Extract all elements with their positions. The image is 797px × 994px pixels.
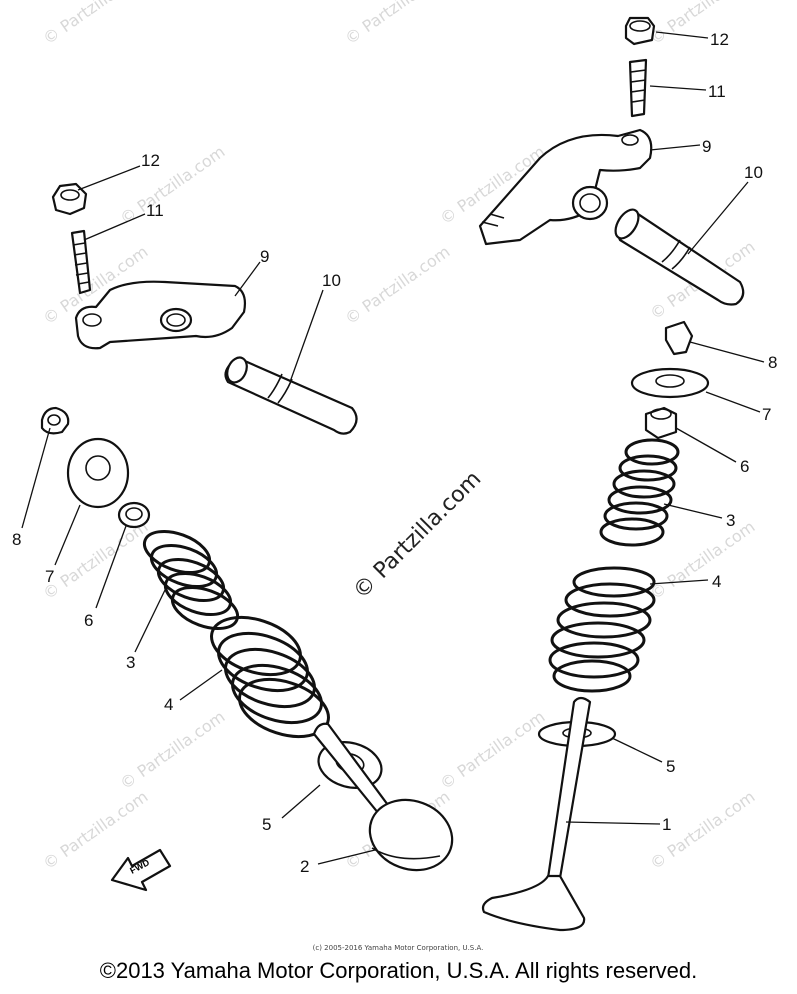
outer-spring-left bbox=[210, 615, 330, 739]
callout-4-right: 4 bbox=[712, 572, 721, 591]
callout-12-left: 12 bbox=[141, 151, 160, 170]
watermark: © Partzilla.com bbox=[116, 707, 228, 793]
callout-7-left: 7 bbox=[45, 567, 54, 586]
nut-left bbox=[51, 182, 88, 216]
callout-6-left: 6 bbox=[84, 611, 93, 630]
rocker-arm-left bbox=[74, 280, 247, 350]
callout-3-left: 3 bbox=[126, 653, 135, 672]
watermark: © Partzilla.com bbox=[646, 0, 758, 48]
callout-5-right: 5 bbox=[666, 757, 675, 776]
valve-cotter-left bbox=[40, 406, 70, 435]
nut-right bbox=[624, 16, 656, 46]
callout-2-left: 2 bbox=[300, 857, 309, 876]
callout-3-right: 3 bbox=[726, 511, 735, 530]
valve-seal-right bbox=[644, 406, 678, 440]
fwd-arrow: FWD bbox=[110, 848, 172, 892]
callout-10-right: 10 bbox=[744, 163, 763, 182]
callout-8-left: 8 bbox=[12, 530, 21, 549]
watermark: © Partzilla.com bbox=[341, 242, 453, 328]
callout-6-right: 6 bbox=[740, 457, 749, 476]
spring-retainer-right bbox=[630, 367, 710, 399]
callout-10-left: 10 bbox=[322, 271, 341, 290]
watermark: © Partzilla.com bbox=[39, 517, 151, 603]
small-copyright: (c) 2005-2016 Yamaha Motor Corporation, … bbox=[313, 944, 484, 952]
right-assembly: 12 11 9 10 8 7 6 3 4 5 1 bbox=[478, 16, 777, 932]
inner-spring-left bbox=[142, 529, 240, 631]
center-watermark: © Partzilla.com bbox=[349, 467, 487, 605]
watermark: © Partzilla.com bbox=[341, 0, 453, 48]
callout-4-left: 4 bbox=[164, 695, 173, 714]
valve-cotter-right bbox=[664, 320, 694, 356]
rocker-arm-right bbox=[478, 128, 653, 246]
adjuster-screw-left bbox=[70, 229, 92, 295]
spring-retainer-left bbox=[66, 437, 130, 509]
left-assembly: FWD 12 11 9 10 8 7 6 3 4 5 2 bbox=[12, 151, 454, 892]
footer-copyright: ©2013 Yamaha Motor Corporation, U.S.A. A… bbox=[99, 958, 698, 983]
watermark: © Partzilla.com bbox=[39, 0, 151, 48]
watermark: © Partzilla.com bbox=[116, 142, 228, 228]
watermark: © Partzilla.com bbox=[39, 787, 151, 873]
callout-5-left: 5 bbox=[262, 815, 271, 834]
callout-11-left: 11 bbox=[146, 201, 164, 220]
intake-valve bbox=[312, 722, 454, 872]
rocker-shaft-left bbox=[224, 356, 358, 435]
callout-9-right: 9 bbox=[702, 137, 711, 156]
watermark: © Partzilla.com bbox=[436, 707, 548, 793]
outer-spring-right bbox=[548, 566, 656, 693]
valve-seal-left bbox=[117, 501, 151, 529]
inner-spring-right bbox=[599, 438, 680, 547]
adjuster-screw-right bbox=[628, 58, 648, 118]
callout-12-right: 12 bbox=[710, 30, 729, 49]
rocker-shaft-right bbox=[614, 208, 745, 306]
watermark-grid: © Partzilla.com © Partzilla.com © Partzi… bbox=[39, 0, 758, 873]
callout-7-right: 7 bbox=[762, 405, 771, 424]
callout-8-right: 8 bbox=[768, 353, 777, 372]
callout-1-right: 1 bbox=[662, 815, 671, 834]
exhaust-valve bbox=[481, 696, 592, 932]
callout-11-right: 11 bbox=[708, 82, 726, 101]
callout-9-left: 9 bbox=[260, 247, 269, 266]
